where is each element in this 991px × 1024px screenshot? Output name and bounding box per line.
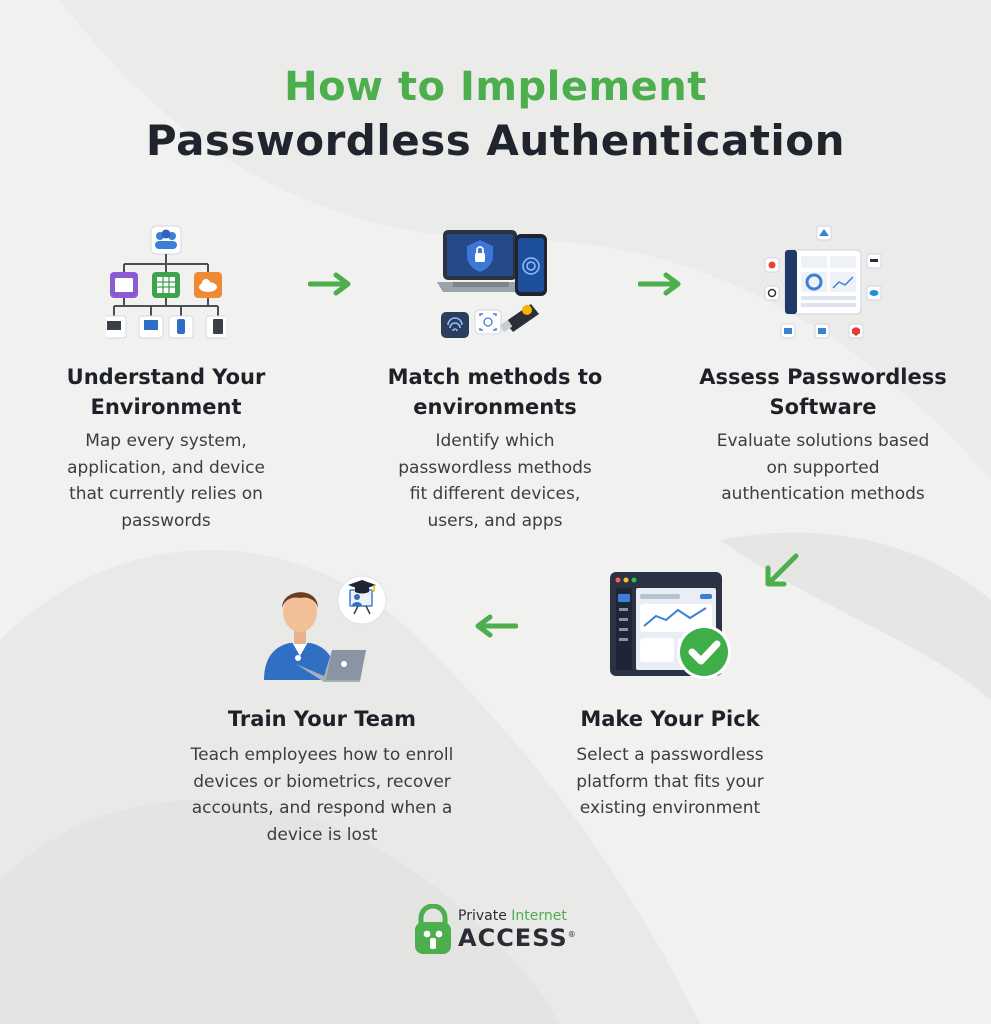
step-description-line: Teach employees how to enroll [190, 745, 454, 765]
step-description-line: application, and device [67, 457, 265, 478]
step-description-line: users, and apps [427, 510, 563, 531]
arrow-down-left-icon [765, 553, 799, 587]
step-description-line: that currently relies on [69, 484, 263, 504]
dashboard-checkmark-icon [610, 572, 731, 679]
page-title-line2: Passwordless Authentication [145, 116, 846, 165]
step-description-line: fit different devices, [409, 484, 581, 504]
step-description-line: passwords [121, 510, 211, 531]
step-match-methods: Match methods to environments Identify w… [375, 220, 615, 540]
step-description-line: passwordless methods [398, 457, 592, 478]
user-at-laptop-training-icon [264, 575, 387, 682]
step-title: Make Your Pick [580, 707, 760, 731]
step-title-line1: Understand Your [66, 365, 266, 389]
arrow-right-icon [638, 272, 681, 296]
dashboard-integrations-icon [764, 225, 882, 339]
logo-text-line2: ACCESS® [458, 924, 577, 952]
step-description-line: Select a passwordless [576, 745, 764, 765]
pia-lock-logo-icon [415, 904, 451, 954]
step-description-line: device is lost [266, 824, 378, 845]
arrow-right-icon [308, 272, 351, 296]
step-title-line2: Environment [90, 395, 242, 419]
step-understand-environment: Understand Your Environment Map every sy… [46, 220, 286, 540]
step-description-line: devices or biometrics, recover [193, 771, 451, 792]
step-description-line: accounts, and respond when a [191, 798, 453, 818]
arrow-left-icon [475, 614, 518, 638]
step-title: Train Your Team [227, 707, 417, 731]
step-description-line: Map every system, [85, 431, 247, 451]
step-assess-software: Assess Passwordless Software Evaluate so… [693, 220, 953, 520]
step-title-line1: Match methods to [387, 365, 603, 389]
step-description-line: authentication methods [721, 484, 925, 504]
step-description-line: on supported [766, 457, 880, 478]
step-make-your-pick: Make Your Pick Select a passwordless pla… [540, 566, 800, 826]
page-title-line1: How to Implement [284, 64, 707, 110]
step-description-line: existing environment [579, 798, 761, 818]
step-description-line: platform that fits your [576, 771, 764, 792]
step-title-line2: Software [769, 395, 877, 419]
laptop-phone-security-key-icon [437, 230, 547, 338]
step-description-line: Identify which [435, 431, 555, 451]
step-title-line2: environments [413, 395, 577, 419]
logo-text-line1: Private Internet [458, 908, 567, 924]
step-description-line: Evaluate solutions based [716, 431, 930, 451]
pia-logo[interactable]: Private Internet ACCESS® [413, 904, 593, 958]
step-title-line1: Assess Passwordless [699, 365, 947, 389]
org-chart-icon [106, 225, 226, 339]
step-train-your-team: Train Your Team Teach employees how to e… [172, 566, 472, 856]
